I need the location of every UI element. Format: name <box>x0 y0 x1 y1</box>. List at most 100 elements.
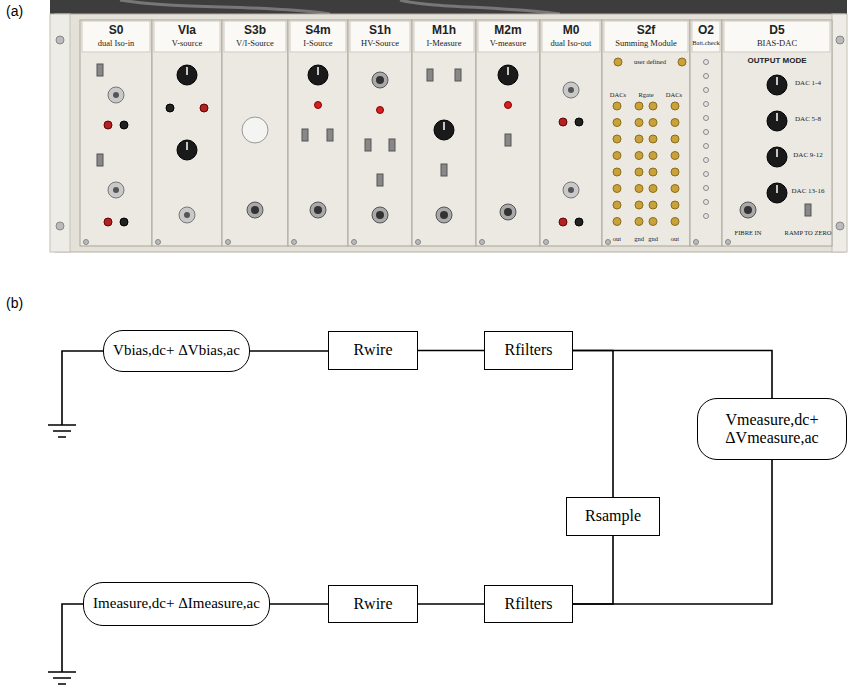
module-panel <box>152 20 222 246</box>
module-panel <box>476 20 540 246</box>
node-text: Rwire <box>353 595 392 613</box>
gold-connector <box>649 201 657 209</box>
gold-connector <box>613 201 621 209</box>
node-text: Imeasure,dc+ ΔImeasure,ac <box>93 595 260 612</box>
gold-connector <box>671 201 679 209</box>
toggle-switch <box>455 69 461 81</box>
panel-control <box>704 158 709 163</box>
module-panel <box>722 20 832 246</box>
rack-frame <box>55 14 845 252</box>
source-box: Vmeasure,dc+ ΔVmeasure,ac <box>697 398 847 460</box>
knob-indicator <box>776 149 778 157</box>
indicator-led <box>704 102 709 107</box>
panel-control <box>704 60 709 65</box>
resistor-box: Rwire <box>328 585 418 623</box>
red-jack <box>559 118 567 126</box>
screw <box>56 36 64 44</box>
panel-control <box>177 65 197 85</box>
gold-connector <box>649 152 657 160</box>
panel-control <box>441 164 447 176</box>
knob <box>498 65 518 85</box>
panel-label: I-Measure <box>427 39 462 48</box>
module-header <box>414 21 474 52</box>
round-connector <box>372 72 388 88</box>
gold-connector <box>649 168 657 176</box>
indicator-led <box>704 88 709 93</box>
panel-control <box>635 201 643 209</box>
gold-connector <box>649 218 657 226</box>
node-text: Rfilters <box>505 595 553 613</box>
gold-connector <box>649 185 657 193</box>
bnc-pin <box>568 187 574 193</box>
indicator-led <box>704 186 709 191</box>
panel-control <box>613 201 621 209</box>
panel-label: VIa <box>178 24 196 37</box>
toggle-switch <box>302 129 308 141</box>
resistor-box: Rfilters <box>484 585 573 623</box>
toggle-switch <box>327 129 333 141</box>
panel-control <box>613 135 621 143</box>
led <box>377 107 384 114</box>
gold-connector <box>635 218 643 226</box>
knob <box>434 120 454 140</box>
panel-control <box>327 129 333 141</box>
gold-connector <box>678 58 686 66</box>
panel-label: dual Iso-out <box>551 39 592 48</box>
panel-label: user defined <box>634 58 666 65</box>
panel-label: OUTPUT MODE <box>747 57 806 66</box>
panel-control <box>372 72 388 88</box>
screw <box>416 240 421 245</box>
panel-label: DAC 1-4 <box>795 80 821 88</box>
panel-label: gnd <box>648 235 658 242</box>
red-jack <box>104 218 112 226</box>
panel-control <box>177 140 197 160</box>
rack-ear <box>50 14 70 252</box>
screw <box>606 240 611 245</box>
panel-control <box>678 58 686 66</box>
gold-connector <box>671 135 679 143</box>
panel-control <box>767 183 787 203</box>
panel-control <box>635 152 643 160</box>
gold-connector <box>671 119 679 127</box>
panel-control <box>671 119 679 127</box>
black-jack <box>120 121 128 129</box>
panel-control <box>365 139 371 151</box>
indicator-led <box>704 200 709 205</box>
panel-control <box>108 87 124 103</box>
module-header <box>154 21 220 52</box>
module-panel <box>602 20 690 246</box>
indicator-led <box>704 74 709 79</box>
module-panel <box>412 20 476 246</box>
gold-connector <box>613 102 621 110</box>
panel-control <box>575 118 583 126</box>
knob <box>767 75 787 95</box>
panel-label: S3b <box>244 24 266 37</box>
knob-indicator <box>443 122 445 130</box>
round-connector <box>500 204 516 220</box>
panel-control <box>389 139 395 151</box>
instrument-module <box>348 20 412 246</box>
instrument-module <box>540 20 602 246</box>
panel-label: RAMP TO ZERO <box>785 229 832 236</box>
panel-control <box>505 134 511 146</box>
rack-ear <box>832 14 847 252</box>
panel-label: S4m <box>305 24 330 37</box>
panel-control <box>635 218 643 226</box>
gold-connector <box>614 58 622 66</box>
round-connector <box>310 202 326 218</box>
bnc-connector <box>108 182 124 198</box>
panel-label: DAC 13-16 <box>792 188 825 196</box>
panel-control <box>377 107 384 114</box>
instrument-module <box>476 20 540 246</box>
panel-control <box>97 154 103 166</box>
panel-control <box>704 88 709 93</box>
panel-control <box>310 202 326 218</box>
gold-connector <box>635 201 643 209</box>
panel-control <box>671 102 679 110</box>
panel-label: gnd <box>634 235 644 242</box>
connector-pin <box>744 206 752 214</box>
panel-control <box>649 119 657 127</box>
panel-control <box>704 214 709 219</box>
module-header <box>224 21 286 52</box>
panel-control <box>575 218 583 226</box>
